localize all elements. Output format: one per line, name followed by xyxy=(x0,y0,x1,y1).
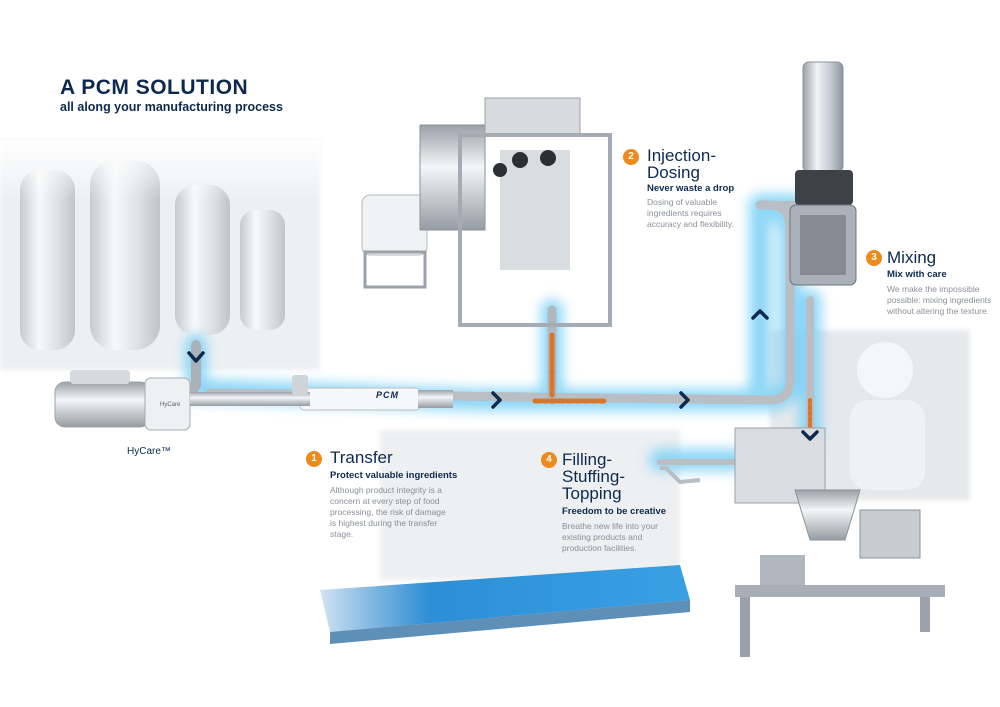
step-description: We make the impossible possible: mixing … xyxy=(887,284,992,316)
step-title: Transfer xyxy=(330,448,393,467)
arrow-down-icon xyxy=(187,351,205,363)
step-description: Breathe new life into your existing prod… xyxy=(562,521,658,553)
step-title: Filling- Stuffing- Topping xyxy=(562,450,626,503)
step-description: Dosing of valuable ingredients requires … xyxy=(647,197,734,229)
pcm-pump-logo: PCM xyxy=(376,390,399,400)
svg-text:HyCare: HyCare xyxy=(160,402,181,408)
step-tagline: Freedom to be creative xyxy=(562,506,667,517)
step-number-badge: 2 xyxy=(623,149,639,165)
step-tagline: Protect valuable ingredients xyxy=(330,470,458,481)
step-description: Although product integrity is a concern … xyxy=(330,485,446,539)
step-title: Mixing xyxy=(887,248,937,267)
product-flow xyxy=(532,332,812,432)
dosing-skid xyxy=(361,97,612,327)
mixer xyxy=(789,61,857,286)
production-background xyxy=(380,430,680,580)
step-number-badge: 1 xyxy=(306,451,322,467)
storage-tanks xyxy=(0,140,320,370)
step-number-badge: 4 xyxy=(541,452,557,468)
hycare-label: HyCare™ xyxy=(127,446,171,457)
step-title: Injection- Dosing xyxy=(647,146,716,182)
conveyor-belt xyxy=(320,565,690,644)
page-subtitle: all along your manufacturing process xyxy=(60,100,283,114)
step-tagline: Mix with care xyxy=(887,269,947,280)
flow-arrows xyxy=(187,309,819,441)
arrow-down-icon xyxy=(801,430,819,441)
arrow-right-icon xyxy=(679,391,690,409)
arrow-right-icon xyxy=(491,391,502,409)
step-tagline: Never waste a drop xyxy=(647,183,735,194)
page-title: A PCM SOLUTION xyxy=(60,76,249,99)
hycare-pump: HyCare xyxy=(54,370,453,431)
arrow-up-icon xyxy=(751,309,769,320)
step-number-badge: 3 xyxy=(866,250,882,266)
